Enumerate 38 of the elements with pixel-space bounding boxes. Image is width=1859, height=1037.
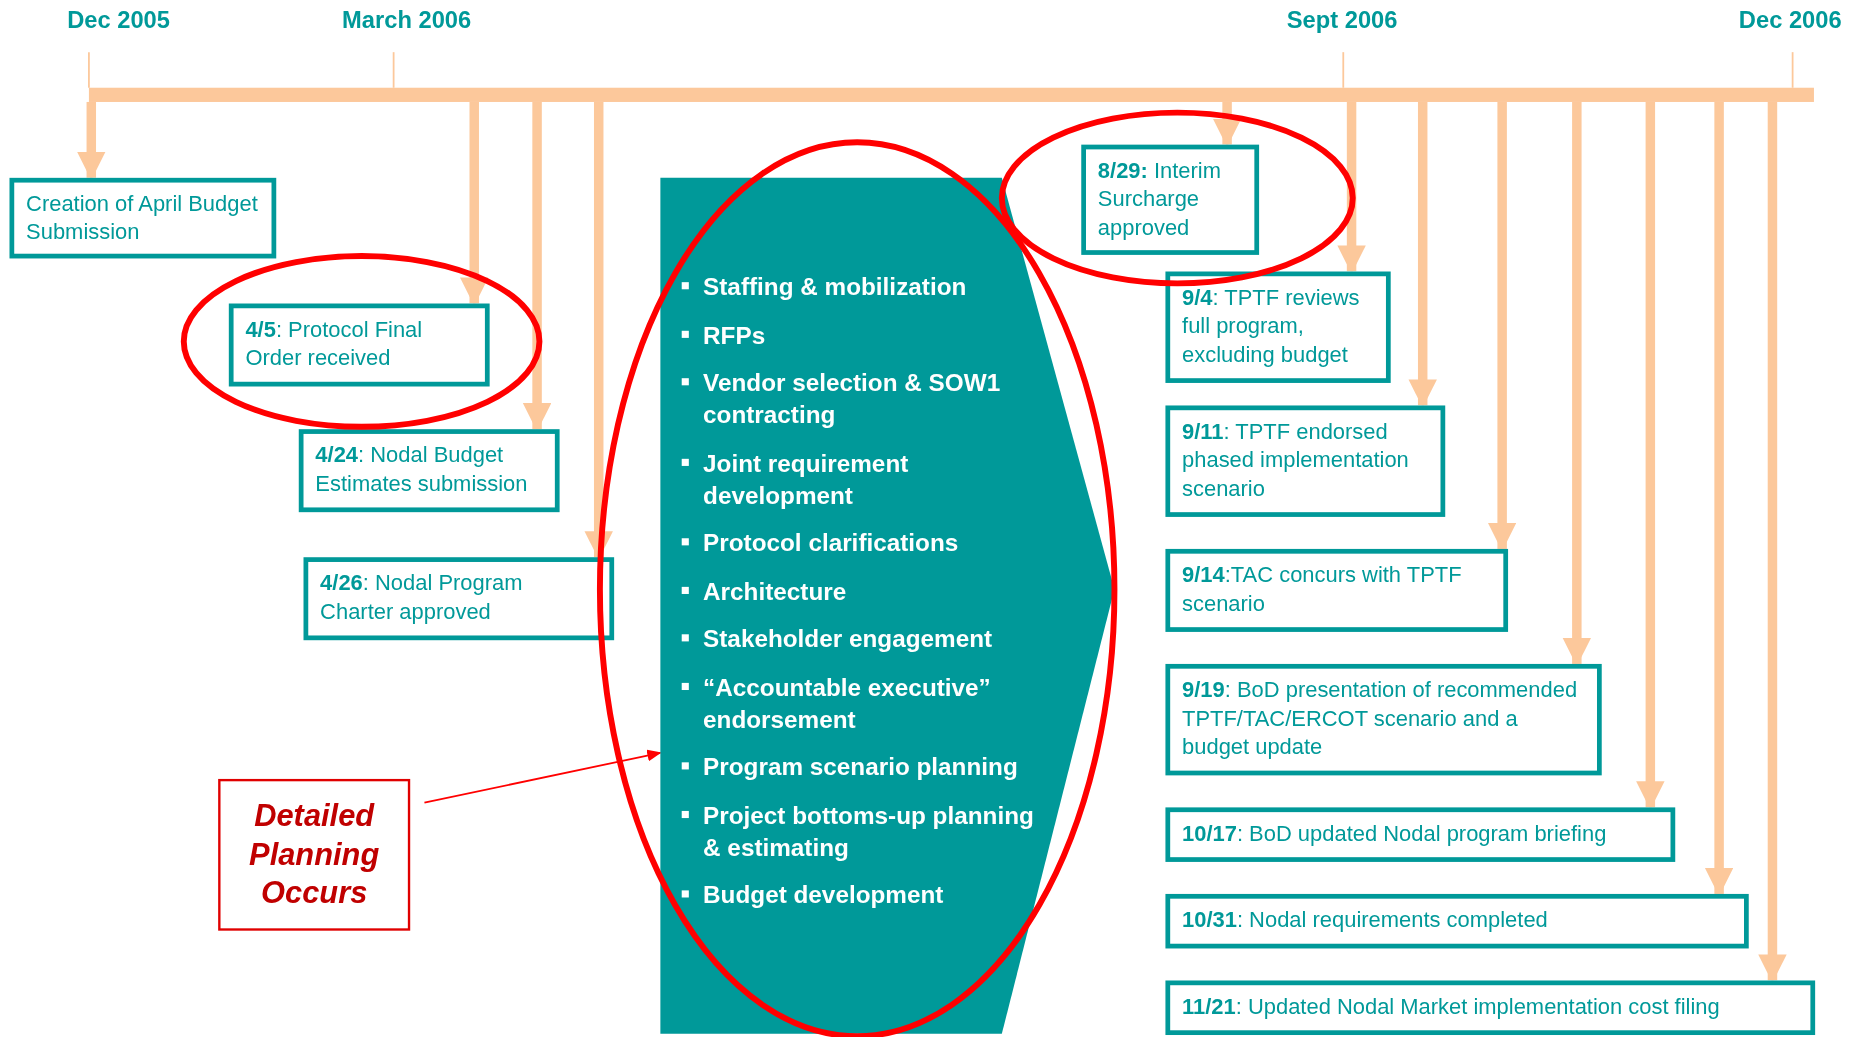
arrow [1408,101,1437,408]
milestone-box: Creation of April Budget Submission [9,177,277,259]
bullet-item: Architecture [681,574,1038,607]
bullet-item: “Accountable executive” endorsement [681,670,1038,735]
milestone-box: 4/5: Protocol Final Order received [228,303,490,387]
date-label: Sept 2006 [1286,7,1398,35]
bullet-item: RFPs [681,318,1038,351]
milestone-box: 9/4: TPTF reviews full program, excluding budget [1165,271,1391,383]
arrow [1337,101,1366,274]
arrow [1212,101,1242,147]
bullet-item: Vendor selection & SOW1 contracting [681,366,1038,431]
milestone-box: 9/11: TPTF endorsed phased implementation scenario [1165,405,1446,517]
timeline-bar [88,87,1814,102]
arrow [584,101,613,560]
callout-box: Detailed Planning Occurs [218,778,411,931]
milestone-box: 9/19: BoD presentation of recommended TPTF/TAC/ERCOT scenario and a budget update [1165,663,1602,776]
date-label: March 2006 [342,7,472,35]
milestone-box: 9/14:TAC concurs with TPTF scenario [1165,548,1509,632]
arrow [522,101,552,432]
date-label: Dec 2005 [67,7,170,35]
bullet-item: Program scenario planning [681,750,1038,783]
bullet-item: Staffing & mobilization [681,270,1038,303]
arrow [423,749,662,804]
milestone-box: 10/17: BoD updated Nodal program briefing [1165,807,1676,862]
arrow [1758,101,1787,983]
milestone-box: 11/21: Updated Nodal Market implementation cost filing [1165,980,1816,1035]
milestone-box: 4/26: Nodal Program Charter approved [303,557,615,641]
arrow [1636,101,1665,810]
milestone-box: 4/24: Nodal Budget Estimates submission [298,429,560,513]
bullet-item: Joint requirement development [681,446,1038,511]
arrow [460,101,489,306]
date-label: Dec 2006 [1738,7,1842,35]
milestone-box: 10/31: Nodal requirements completed [1165,893,1749,949]
bullet-item: Budget development [681,878,1038,911]
bullet-item: Stakeholder engagement [681,622,1038,655]
bullet-item: Protocol clarifications [681,526,1038,559]
bullet-item: Project bottoms-up planning & estimating [681,798,1038,863]
milestone-box: 8/29: Interim Surcharge approved [1081,144,1260,255]
